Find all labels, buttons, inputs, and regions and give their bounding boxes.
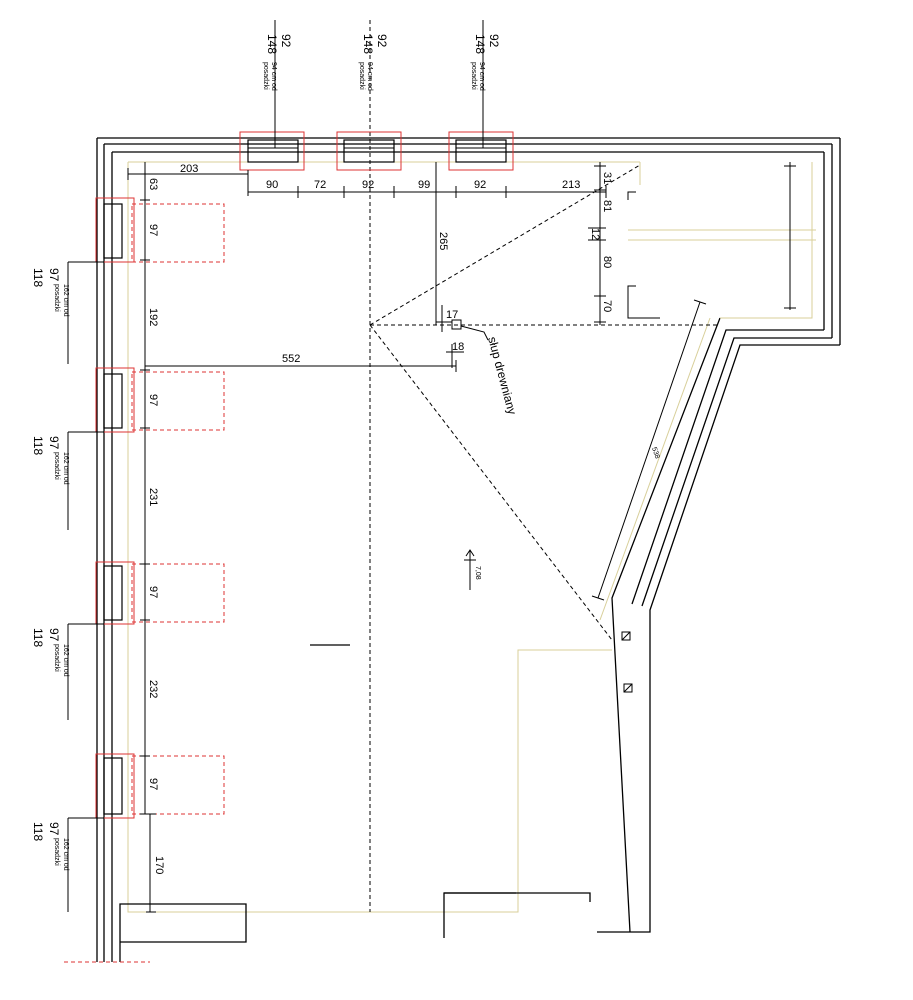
top-window-3-h1: 92 (487, 34, 501, 48)
top-window-2 (336, 131, 402, 171)
left-window-1-w: 97 (47, 268, 61, 282)
dim-right-81: 81 (601, 200, 613, 212)
wall-symbols (621, 631, 633, 693)
top-window-3-h2: 148 (473, 34, 487, 54)
left-windows (95, 197, 225, 819)
right-alcove (627, 191, 816, 319)
left-window-4 (95, 753, 225, 819)
left-dimension-chain (140, 162, 457, 913)
left-window-2-h: 118 (31, 436, 45, 455)
dim-left-231: 231 (147, 488, 159, 506)
left-window-2 (95, 367, 225, 433)
wooden-column (436, 305, 489, 368)
left-window-3-h: 118 (31, 628, 45, 647)
bottom-walls (119, 892, 591, 962)
top-window-3 (448, 20, 514, 171)
top-window-labels: 92 148 94 cm od posadzki 92 148 94 cm od… (262, 34, 501, 91)
dim-right-80: 80 (601, 256, 613, 268)
dim-left-170: 170 (153, 856, 165, 874)
dim-left-192: 192 (147, 308, 159, 326)
left-window-labels: 97 118 162 cm od posadzki 97 118 162 cm … (31, 268, 69, 871)
top-dimension-chain (127, 162, 607, 325)
left-window-2-note: 162 cm od (62, 452, 69, 485)
dim-left-232: 232 (147, 680, 159, 698)
left-window-4-note2: posadzki (53, 838, 60, 866)
left-window-4-w: 97 (47, 822, 61, 836)
level-value: 7,08 (474, 566, 481, 580)
left-dimension-labels: 63 97 192 97 231 97 232 97 170 552 (147, 178, 300, 874)
top-window-3-note2: posadzki (470, 62, 477, 90)
dim-top-90: 90 (266, 179, 278, 191)
left-window-3-note: 162 cm od (62, 644, 69, 677)
dim-right-12: 12 (589, 228, 601, 240)
dim-left-97b: 97 (147, 394, 159, 406)
dim-top-92b: 92 (474, 179, 486, 191)
dim-left-97c: 97 (147, 586, 159, 598)
left-window-3-w: 97 (47, 628, 61, 642)
top-window-2-note: 94 cm od (366, 62, 373, 91)
top-window-1-h1: 92 (279, 34, 293, 48)
dim-left-97a: 97 (147, 224, 159, 236)
left-window-1 (95, 197, 225, 263)
right-dimension-labels: 31 81 12 80 70 (589, 172, 613, 312)
dim-265: 265 (437, 232, 449, 250)
left-leaders (67, 261, 104, 912)
dashed-axes (369, 20, 720, 912)
dim-top-72: 72 (314, 179, 326, 191)
top-window-2-note2: posadzki (358, 62, 365, 90)
top-window-1 (239, 20, 305, 171)
level-marker (464, 549, 476, 590)
dim-top-203: 203 (180, 163, 198, 175)
left-window-3 (95, 561, 225, 625)
left-window-4-h: 118 (31, 822, 45, 841)
left-window-4-note: 162 cm od (62, 838, 69, 871)
dim-17: 17 (446, 309, 458, 321)
column-label: słup drewniany (485, 335, 519, 416)
top-windows (239, 20, 514, 171)
dim-left-63: 63 (147, 178, 159, 190)
dim-left-97d: 97 (147, 778, 159, 790)
left-window-1-h: 118 (31, 268, 45, 287)
dim-right-70: 70 (601, 300, 613, 312)
top-window-2-h2: 148 (361, 34, 375, 54)
dim-18: 18 (452, 341, 464, 353)
dim-top-92a: 92 (362, 179, 374, 191)
dim-552: 552 (282, 353, 300, 365)
left-window-1-note2: posadzki (53, 284, 60, 312)
outer-walls (96, 137, 841, 962)
top-window-1-note2: posadzki (262, 62, 269, 90)
left-window-1-note: 162 cm od (62, 284, 69, 317)
top-window-1-h2: 148 (265, 34, 279, 54)
top-window-1-note: 94 cm od (270, 62, 277, 91)
dim-right-31: 31 (601, 172, 613, 184)
right-dimension-chain (588, 162, 796, 325)
left-window-2-w: 97 (47, 436, 61, 450)
diagonal-dimension (591, 299, 707, 601)
top-window-3-note: 94 cm od (478, 62, 485, 91)
dim-top-99: 99 (418, 179, 430, 191)
dim-538: 538 (650, 446, 660, 459)
top-dimension-labels: 203 90 72 92 99 92 213 265 (180, 163, 580, 250)
dim-top-213: 213 (562, 179, 580, 191)
inner-outline (127, 161, 813, 913)
left-window-3-note2: posadzki (53, 644, 60, 672)
top-window-2-h1: 92 (375, 34, 389, 48)
left-window-2-note2: posadzki (53, 452, 60, 480)
